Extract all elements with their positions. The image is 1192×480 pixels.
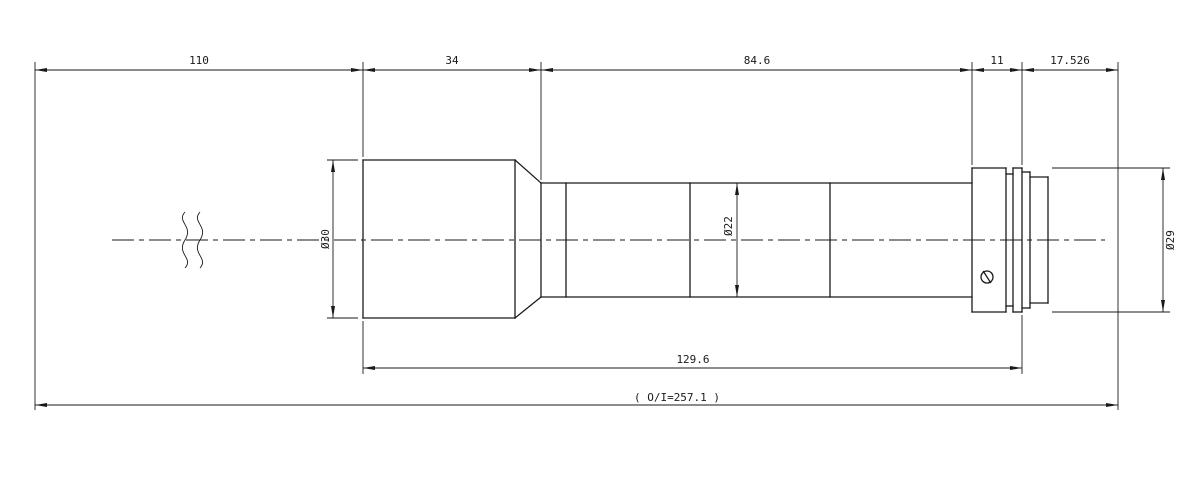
dim-label-110: 110 — [189, 54, 209, 67]
part-outline — [362, 159, 1049, 319]
dim-label-34: 34 — [445, 54, 459, 67]
break-symbol — [182, 211, 203, 269]
dia-label-30: Ø30 — [319, 229, 332, 249]
dimension-lines — [35, 68, 1165, 407]
dia-label-29: Ø29 — [1164, 230, 1177, 250]
dim-label-129-6: 129.6 — [676, 353, 709, 366]
dim-label-oi-257-1: ( O/I=257.1 ) — [634, 391, 720, 404]
extension-lines — [34, 62, 1170, 410]
dim-label-11: 11 — [990, 54, 1003, 67]
set-screw — [980, 270, 994, 284]
dim-label-17-526: 17.526 — [1050, 54, 1090, 67]
dim-label-84-6: 84.6 — [744, 54, 771, 67]
dimension-labels: 110 34 84.6 11 17.526 Ø30 Ø22 Ø29 129.6 … — [189, 54, 1177, 404]
dia-label-22: Ø22 — [722, 216, 735, 236]
